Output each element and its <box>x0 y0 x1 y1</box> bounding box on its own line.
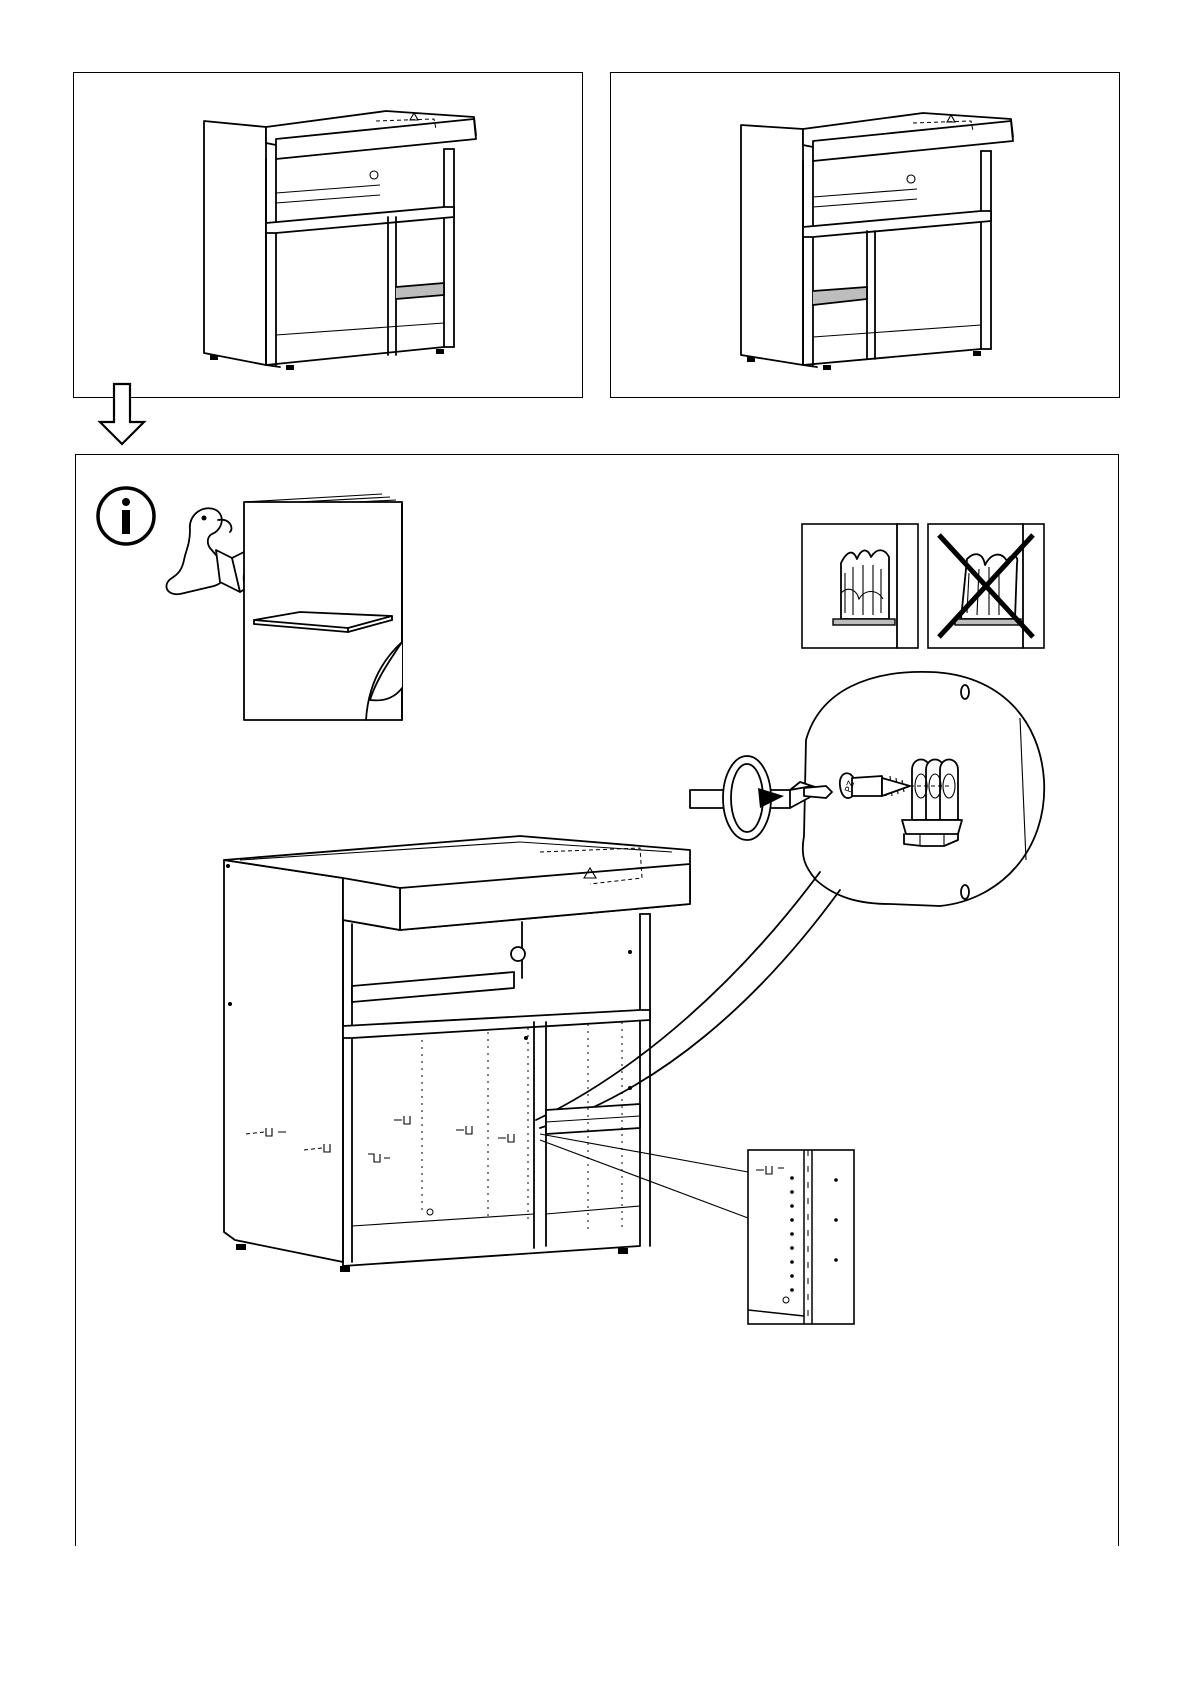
hole-row-detail <box>748 1150 854 1324</box>
